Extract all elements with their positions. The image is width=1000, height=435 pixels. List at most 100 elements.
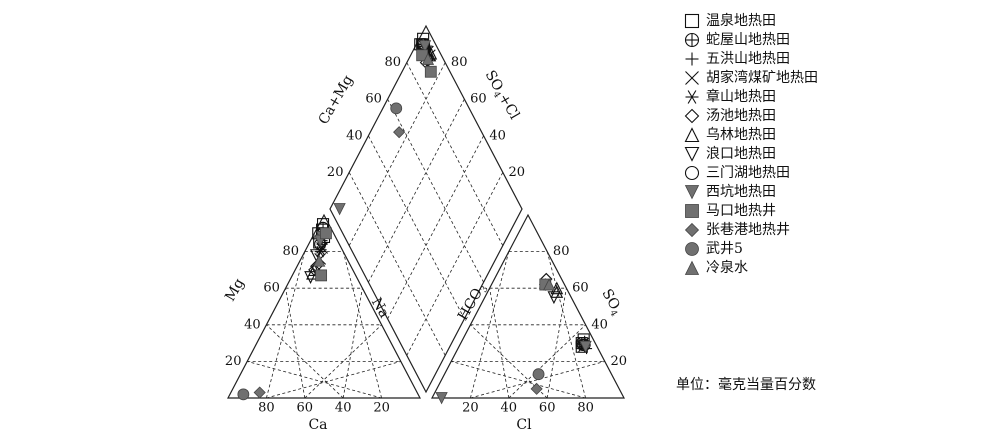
diamond-left-tick-label: 80 [385, 55, 402, 70]
legend-label: 西坑地热田 [706, 184, 776, 200]
cation-grid-line [304, 324, 382, 399]
cation-bottom-tick-label: 20 [373, 401, 390, 416]
cation-point [253, 386, 266, 399]
series-8 [314, 43, 589, 351]
diamond-point-shape [418, 40, 432, 53]
hco3-label-sub: 3 [479, 284, 491, 294]
diamond-left-tick-label: 20 [327, 165, 344, 180]
legend-label: 浪口地热田 [706, 146, 776, 162]
legend-marker [684, 260, 700, 275]
legend-marker-icon [684, 260, 700, 275]
anion-bottom-tick-label: 80 [577, 401, 594, 416]
cation-point [304, 271, 317, 284]
cation-point-shape [320, 227, 332, 240]
anion-point [530, 382, 543, 395]
legend-item: 五洪山地热田 [684, 50, 984, 69]
cation-point [320, 227, 332, 240]
legend-marker-shape [684, 185, 700, 200]
anion-triangle [431, 213, 625, 399]
legend-marker-icon [684, 185, 700, 200]
legend-label: 五洪山地热田 [706, 51, 790, 67]
diamond-grid-line [387, 135, 484, 319]
cation-point-shape [315, 269, 328, 282]
cation-triangle [227, 213, 421, 399]
legend-label: 张巷港地热井 [706, 222, 790, 238]
diamond-point-shape [333, 203, 346, 216]
legend-marker-shape [685, 242, 699, 256]
legend-item: 西坑地热田 [684, 183, 984, 202]
legend-marker [685, 90, 699, 104]
legend-item: 蛇屋山地热田 [684, 31, 984, 50]
hco3-axis-label: HCO3 [455, 280, 490, 324]
diamond [329, 24, 523, 394]
diamond-right-tick-label: 80 [451, 55, 468, 70]
legend-marker-icon [685, 90, 699, 104]
legend-item: 汤池地热田 [684, 107, 984, 126]
diamond-point-shape [390, 102, 403, 115]
legend-marker-shape [684, 165, 700, 181]
cation-point-shape [253, 386, 266, 399]
legend-marker [685, 71, 699, 85]
diamond-point-shape [421, 52, 435, 65]
cation-grid-line [342, 288, 363, 399]
diamond-point-shape [424, 65, 437, 78]
anion-point [435, 392, 448, 405]
camg-axis-label: Ca+Mg [316, 73, 357, 128]
legend-marker [685, 204, 699, 218]
so4cl-label-sub: 4 [491, 90, 503, 100]
cl-axis-label: Cl [516, 417, 532, 433]
cation-grid-line [247, 361, 382, 399]
legend-marker-shape [684, 222, 700, 238]
ca-axis-label: Ca [308, 417, 327, 433]
legend-marker-icon [684, 13, 700, 29]
diamond-grid-line [406, 172, 504, 356]
cation-point [237, 388, 250, 401]
legend-marker-shape [684, 108, 700, 124]
anion-grid-line [451, 361, 586, 399]
legend-marker-icon [684, 127, 700, 143]
legend-marker-icon [684, 222, 700, 238]
legend-marker [684, 108, 700, 124]
anion-point-shape [532, 368, 545, 381]
anion-point [579, 340, 592, 354]
series-9 [314, 40, 592, 405]
unit-note: 单位：毫克当量百分数 [676, 377, 816, 393]
cation-point-shape [313, 254, 326, 267]
cation-grid-line [266, 324, 344, 399]
legend-marker-shape [684, 127, 700, 143]
legend-item: 张巷港地热井 [684, 221, 984, 240]
cation-point-shape [237, 388, 250, 401]
data-points [237, 32, 593, 405]
legend-marker [684, 32, 700, 48]
diamond-grid-line [368, 99, 465, 283]
anion-point-shape [435, 392, 448, 405]
series-12 [237, 102, 545, 401]
legend-marker-shape [687, 90, 697, 104]
series-3 [314, 45, 590, 349]
diamond-grid-line [387, 99, 484, 283]
anion-bottom-tick-label: 20 [462, 401, 479, 416]
anion-right-tick-label: 20 [611, 354, 628, 369]
cation-bottom-tick-label: 80 [258, 401, 275, 416]
legend-marker [684, 13, 700, 29]
anion-bottom-tick-label: 40 [501, 401, 518, 416]
anion-right-tick-label: 40 [591, 317, 608, 332]
legend-label: 章山地热田 [706, 89, 776, 105]
so4-axis-label: SO4 [597, 286, 626, 318]
anion-right-tick-label: 80 [553, 244, 570, 259]
diamond-point [424, 65, 437, 78]
legend-item: 温泉地热田 [684, 12, 984, 31]
legend-marker-icon [684, 108, 700, 124]
so4cl-label-main: SO [482, 68, 506, 94]
legend: 温泉地热田蛇屋山地热田五洪山地热田胡家湾煤矿地热田章山地热田汤池地热田乌林地热田… [684, 12, 984, 278]
diamond-point [393, 126, 406, 139]
series-11 [253, 126, 543, 399]
cation-point [313, 254, 326, 267]
legend-marker-icon [684, 165, 700, 181]
legend-marker-icon [685, 204, 699, 218]
diamond-point [390, 102, 403, 115]
anion-grid-line [508, 324, 586, 399]
cation-grid-line [266, 361, 401, 399]
anion-bottom-tick-label: 60 [539, 401, 556, 416]
legend-marker-icon [685, 52, 699, 66]
